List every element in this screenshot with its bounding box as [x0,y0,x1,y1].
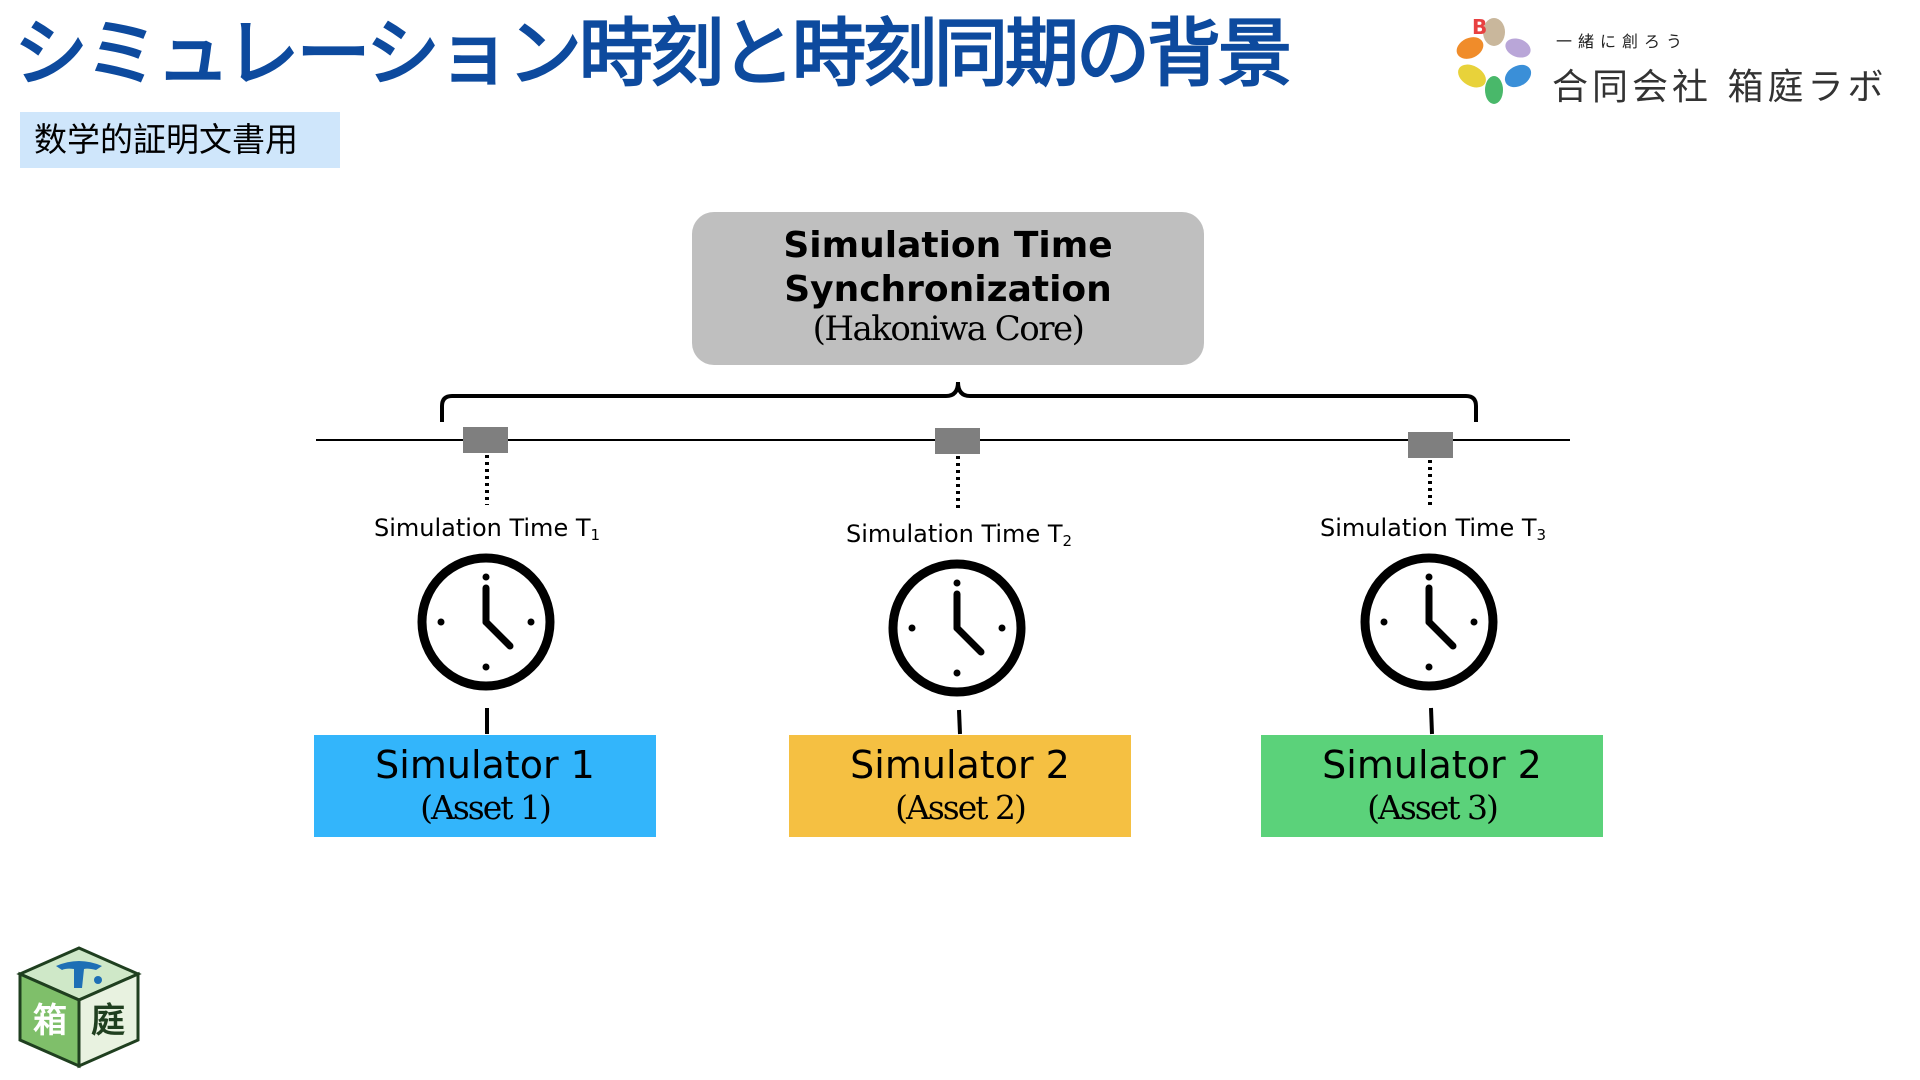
simulator-box-1 [314,735,656,837]
clock-icon [888,559,1026,697]
simulation-time-label-1: Simulation Time T1 [374,514,601,544]
svg-text:庭: 庭 [91,1001,125,1041]
simulation-time-label-3: Simulation Time T3 [1320,514,1547,544]
subtitle-badge [20,112,340,168]
brand-tagline: 一緒に創ろう [1556,32,1689,51]
core-title-line2: Synchronization [784,269,1112,310]
simulator-name-2: Simulator 2 [850,743,1070,787]
simulator-box-2 [789,735,1131,837]
simulation-time-label-2: Simulation Time T2 [846,520,1073,550]
simulator-box-3 [1261,735,1603,837]
clock-icon [417,553,555,691]
brand-company-name: 合同会社 箱庭ラボ [1552,67,1888,108]
core-title-line1: Simulation Time [783,225,1113,266]
link-2 [957,709,962,735]
simulator-asset-1: (Asset 1) [420,788,552,827]
hakoniwa-lab-logo: B [1456,15,1532,104]
svg-text:B: B [1472,15,1487,39]
simulator-name-1: Simulator 1 [375,743,595,787]
hakoniwa-cube-logo: 箱 庭 [16,946,142,1069]
clock-icon [1360,553,1498,691]
core-subtitle: (Hakoniwa Core) [812,309,1085,349]
page-title: シミュレーション時刻と時刻同期の背景 [14,11,1292,97]
link-3 [1429,707,1434,735]
subtitle-text: 数学的証明文書用 [34,120,298,159]
connector-3 [1408,432,1453,458]
svg-text:箱: 箱 [33,1001,67,1041]
connector-1 [463,427,508,453]
simulator-asset-3: (Asset 3) [1367,788,1499,827]
simulator-name-3: Simulator 2 [1322,743,1542,787]
grouping-brace [440,381,1478,422]
connector-2 [935,428,980,454]
core-box [692,212,1204,365]
simulator-asset-2: (Asset 2) [895,788,1027,827]
